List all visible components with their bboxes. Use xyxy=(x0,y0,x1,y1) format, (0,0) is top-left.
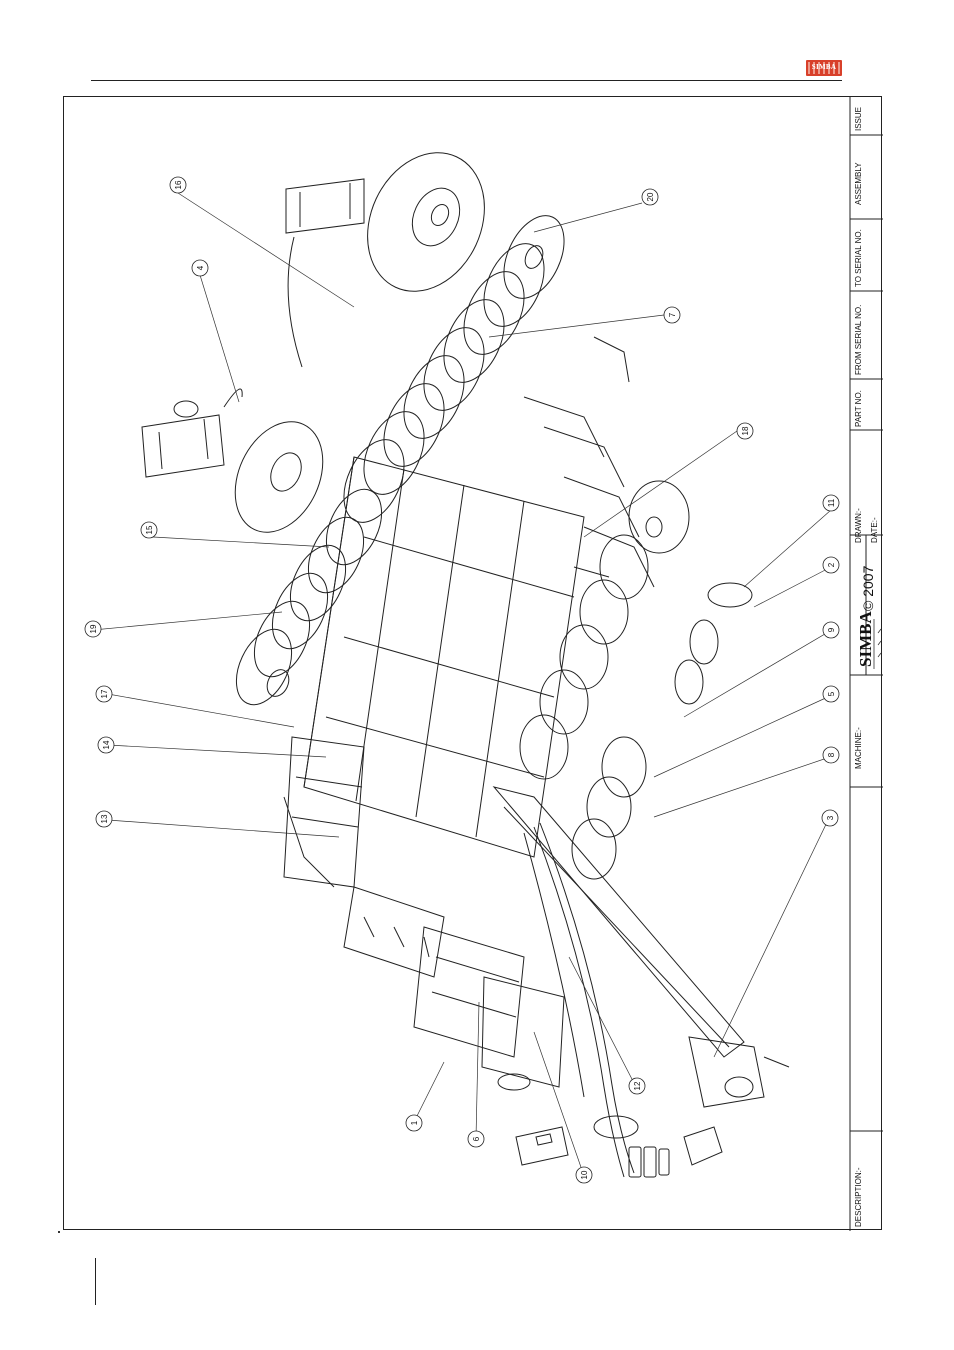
callout-12: 12 xyxy=(629,1078,645,1094)
callout-8: 8 xyxy=(823,747,839,763)
lighting-board-lower xyxy=(142,389,242,477)
callout-17: 17 xyxy=(96,686,112,702)
svg-text:5: 5 xyxy=(827,691,836,696)
callout-leaders xyxy=(93,193,831,1173)
assembly-label: ASSEMBLY xyxy=(854,162,863,205)
hydraulic-hoses xyxy=(524,823,638,1177)
callout-1: 1 xyxy=(406,1115,422,1131)
svg-text:7: 7 xyxy=(668,312,677,317)
date-label: DATE:- xyxy=(870,517,879,543)
tine-legs xyxy=(524,337,654,587)
copyright-year: © 2007 xyxy=(860,565,876,611)
issue-label: ISSUE xyxy=(854,107,863,131)
callout-14: 14 xyxy=(98,737,114,753)
drawing-sheet: DESCRIPTION:- MACHINE:- SIMBA © 2007 DRA… xyxy=(63,96,882,1230)
callout-6: 6 xyxy=(468,1131,484,1147)
from-serial-label: FROM SERIAL NO. xyxy=(854,305,863,375)
svg-text:4: 4 xyxy=(196,265,205,270)
callout-13: 13 xyxy=(96,811,112,827)
callout-4: 4 xyxy=(192,260,208,276)
svg-text:18: 18 xyxy=(741,426,750,435)
svg-text:3: 3 xyxy=(826,815,835,820)
svg-text:2: 2 xyxy=(827,562,836,567)
wing-frame-left xyxy=(284,737,444,977)
svg-text:11: 11 xyxy=(827,498,836,507)
callout-18: 18 xyxy=(737,423,753,439)
svg-text:15: 15 xyxy=(145,525,154,534)
callout-7: 7 xyxy=(664,307,680,323)
description-label: DESCRIPTION:- xyxy=(854,1167,863,1227)
callout-15: 15 xyxy=(141,522,157,538)
callout-10: 10 xyxy=(576,1167,592,1183)
svg-text:9: 9 xyxy=(827,627,836,632)
svg-text:8: 8 xyxy=(827,752,836,757)
brand-underline xyxy=(874,619,881,669)
svg-text:16: 16 xyxy=(174,180,183,189)
svg-text:10: 10 xyxy=(580,1170,589,1179)
callout-2: 2 xyxy=(823,557,839,573)
svg-text:12: 12 xyxy=(633,1081,642,1090)
footer-rule xyxy=(95,1258,96,1305)
logo-text: SIMBA xyxy=(806,63,842,71)
svg-text:13: 13 xyxy=(100,814,109,823)
callout-19: 19 xyxy=(85,621,101,637)
svg-text:14: 14 xyxy=(102,740,111,749)
callout-16: 16 xyxy=(170,177,186,193)
svg-text:6: 6 xyxy=(472,1136,481,1141)
disc-gang-front xyxy=(520,481,752,879)
machine-linework xyxy=(142,134,789,1177)
callout-11: 11 xyxy=(823,495,839,511)
transport-wheel-left xyxy=(218,408,340,547)
svg-text:17: 17 xyxy=(100,689,109,698)
callout-9: 9 xyxy=(823,622,839,638)
operator-manual xyxy=(516,1127,568,1165)
svg-text:19: 19 xyxy=(89,624,98,633)
part-no-label: PART NO. xyxy=(854,390,863,427)
drawn-label: DRAWN:- xyxy=(854,508,863,543)
simba-logo: SIMBA xyxy=(806,60,842,76)
callout-3: 3 xyxy=(822,810,838,826)
drawbar xyxy=(494,787,789,1165)
svg-text:1: 1 xyxy=(410,1120,419,1125)
svg-text:20: 20 xyxy=(646,192,655,201)
callout-5: 5 xyxy=(823,686,839,702)
brand-mark: SIMBA xyxy=(856,611,875,667)
footer-mark xyxy=(58,1231,60,1233)
to-serial-label: TO SERIAL NO. xyxy=(854,229,863,287)
packer-roller-lower xyxy=(225,481,392,714)
header-rule xyxy=(91,80,842,81)
lighting-board-upper xyxy=(286,179,364,367)
spool-valves xyxy=(629,1147,669,1177)
assembly-drawing: DESCRIPTION:- MACHINE:- SIMBA © 2007 DRA… xyxy=(64,97,883,1231)
machine-label: MACHINE:- xyxy=(854,727,863,769)
levelling-board xyxy=(414,927,564,1090)
callout-20: 20 xyxy=(642,189,658,205)
